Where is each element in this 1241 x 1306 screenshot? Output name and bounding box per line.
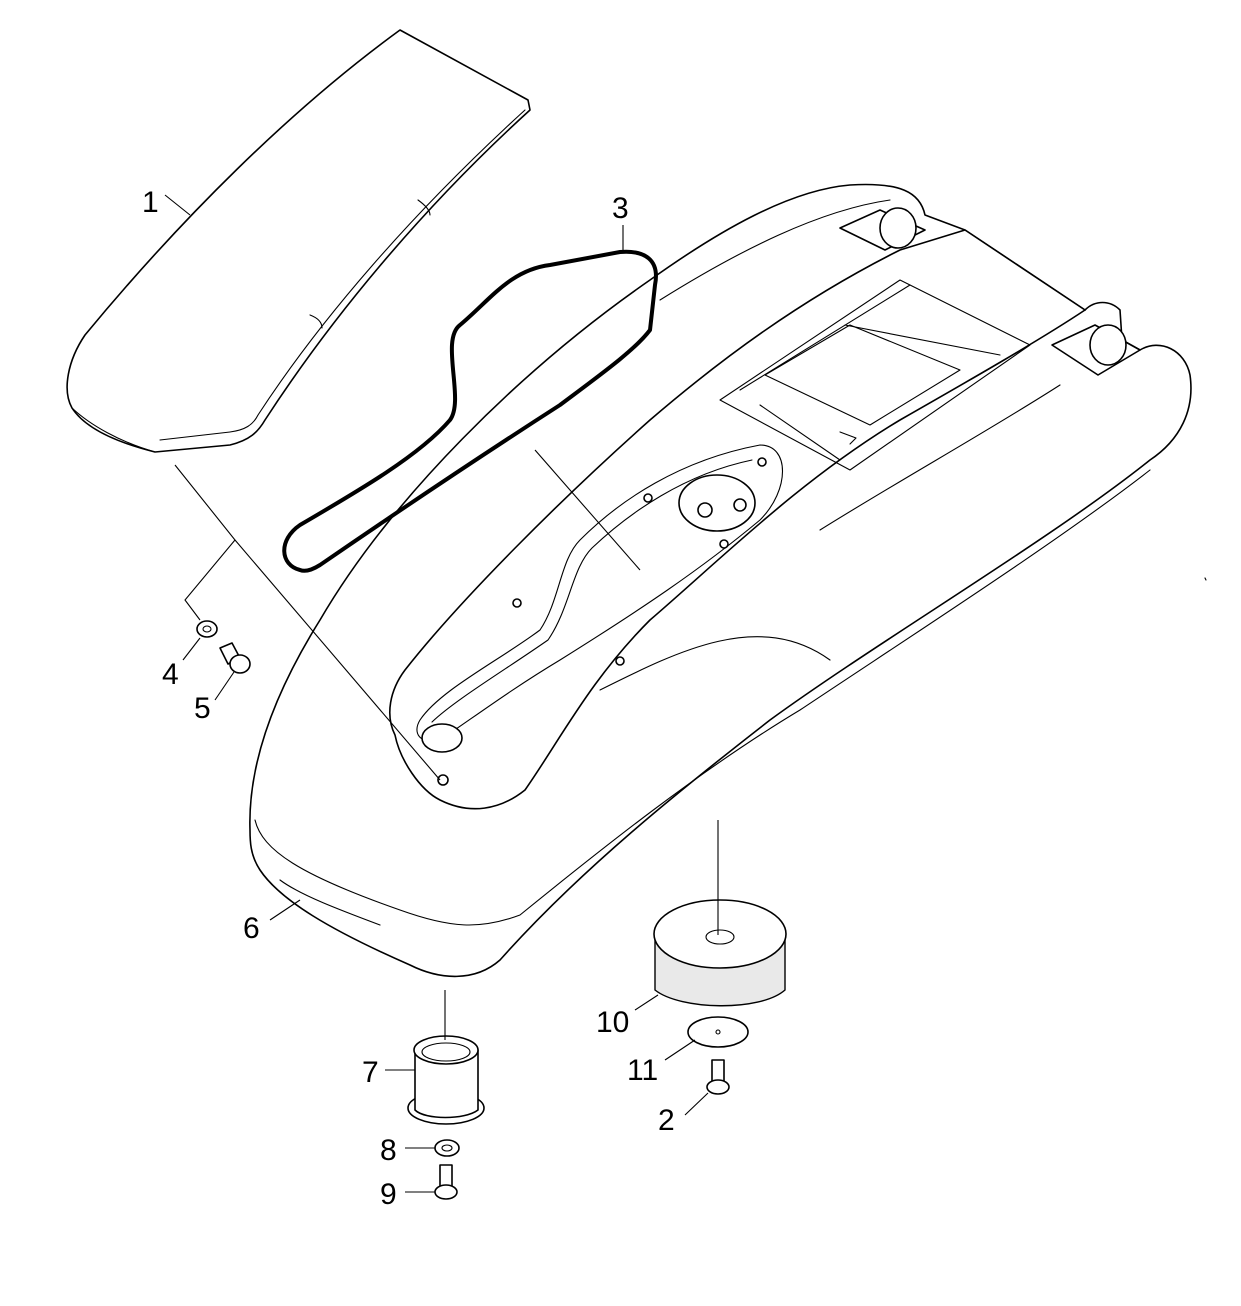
callout-7: 7 [362, 1056, 379, 1089]
part-7-bushing [407, 1035, 485, 1125]
part-10-foot [653, 899, 787, 1007]
callout-6: 6 [243, 912, 260, 945]
leader-lines [164, 194, 719, 1193]
part-4-washer [196, 620, 218, 638]
part-2-bolt [706, 1059, 730, 1095]
callout-10: 10 [596, 1006, 629, 1039]
callout-5: 5 [194, 692, 211, 725]
callout-9: 9 [380, 1178, 397, 1211]
callout-1: 1 [142, 186, 159, 219]
part-9-bolt [434, 1164, 458, 1200]
part-1-cover [66, 29, 531, 453]
part-5-screw [219, 642, 251, 674]
callout-labels: 1 2 3 4 5 6 7 8 9 10 11 [142, 186, 675, 1211]
part-3-gasket [282, 249, 658, 573]
part-8-washer [434, 1139, 460, 1157]
callout-11: 11 [627, 1054, 658, 1087]
callout-2: 2 [658, 1104, 675, 1137]
callout-3: 3 [612, 192, 629, 225]
part-6-housing [249, 183, 1207, 978]
callout-4: 4 [162, 658, 179, 691]
part-11-washer [687, 1016, 749, 1048]
callout-8: 8 [380, 1134, 397, 1167]
